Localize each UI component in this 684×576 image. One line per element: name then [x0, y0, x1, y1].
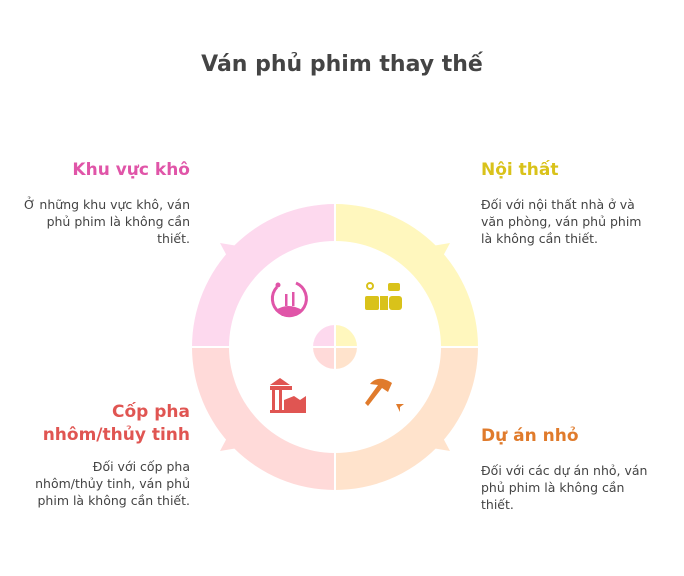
heading-formwork: Cốp pha nhôm/thủy tinh	[42, 402, 190, 445]
ring-segment-formwork	[192, 347, 335, 490]
page-title: Ván phủ phim thay thế	[201, 52, 483, 77]
heading-dry-areas: Khu vực khô	[72, 160, 190, 180]
ring-segment-small	[335, 347, 478, 490]
ring-segment-dry	[192, 204, 335, 347]
factory-icon	[270, 378, 306, 413]
furniture-icon	[365, 282, 402, 310]
desc-interior: Đối với nội thất nhà ở và văn phòng, ván…	[481, 197, 642, 246]
desc-formwork: Đối với cốp pha nhôm/thủy tinh, ván phủ …	[35, 459, 190, 508]
heading-small-projects: Dự án nhỏ	[481, 426, 579, 446]
desc-dry-areas: Ở những khu vực khô, ván phủ phim là khô…	[24, 197, 190, 246]
coral-icon	[270, 281, 308, 318]
center-disc	[311, 323, 359, 371]
hammer-icon	[365, 378, 404, 412]
ring-segment-interior	[335, 204, 478, 347]
desc-small-projects: Đối với các dự án nhỏ, ván phủ phim là k…	[481, 463, 648, 512]
heading-interior: Nội thất	[481, 160, 559, 180]
